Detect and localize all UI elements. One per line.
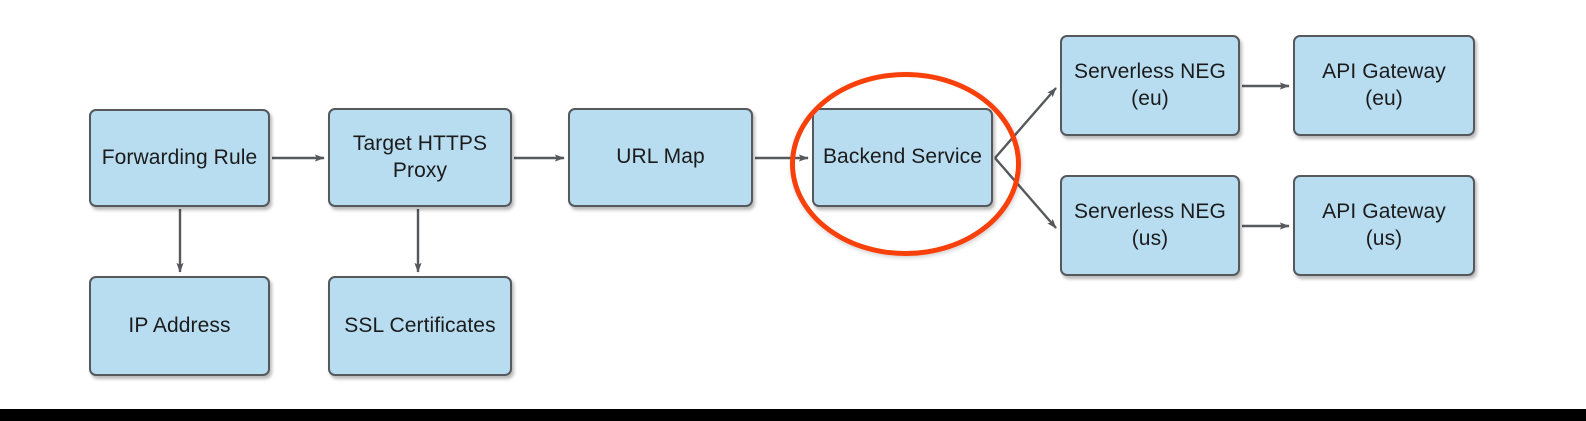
node-url-map[interactable]: URL Map — [568, 108, 753, 207]
node-label-api-gateway-eu: API Gateway (eu) — [1322, 59, 1446, 110]
node-ssl-certificates[interactable]: SSL Certificates — [328, 276, 512, 376]
node-label-forwarding-rule: Forwarding Rule — [101, 145, 258, 169]
node-label-serverless-neg-eu: Serverless NEG (eu) — [1074, 59, 1226, 110]
node-forwarding-rule[interactable]: Forwarding Rule — [89, 109, 270, 207]
edge-backend-to-neg-us-crossing — [994, 87, 1057, 159]
node-backend-service[interactable]: Backend Service — [812, 108, 993, 207]
node-label-target-https-proxy: Target HTTPS Proxy — [352, 131, 488, 182]
node-label-api-gateway-us: API Gateway (us) — [1322, 199, 1446, 250]
node-serverless-neg-eu[interactable]: Serverless NEG (eu) — [1060, 35, 1240, 136]
edge-backend-to-neg-us — [994, 157, 1057, 229]
node-label-ssl-certificates: SSL Certificates — [344, 313, 496, 337]
node-api-gateway-us[interactable]: API Gateway (us) — [1293, 175, 1475, 276]
node-serverless-neg-us[interactable]: Serverless NEG (us) — [1060, 175, 1240, 276]
node-api-gateway-eu[interactable]: API Gateway (eu) — [1293, 35, 1475, 136]
bottom-bar — [0, 409, 1586, 421]
node-label-url-map: URL Map — [616, 145, 705, 169]
node-ip-address[interactable]: IP Address — [89, 276, 270, 376]
node-target-https-proxy[interactable]: Target HTTPS Proxy — [328, 108, 512, 207]
node-label-ip-address: IP Address — [128, 313, 231, 337]
node-label-serverless-neg-us: Serverless NEG (us) — [1074, 199, 1226, 250]
node-label-backend-service: Backend Service — [822, 145, 983, 169]
